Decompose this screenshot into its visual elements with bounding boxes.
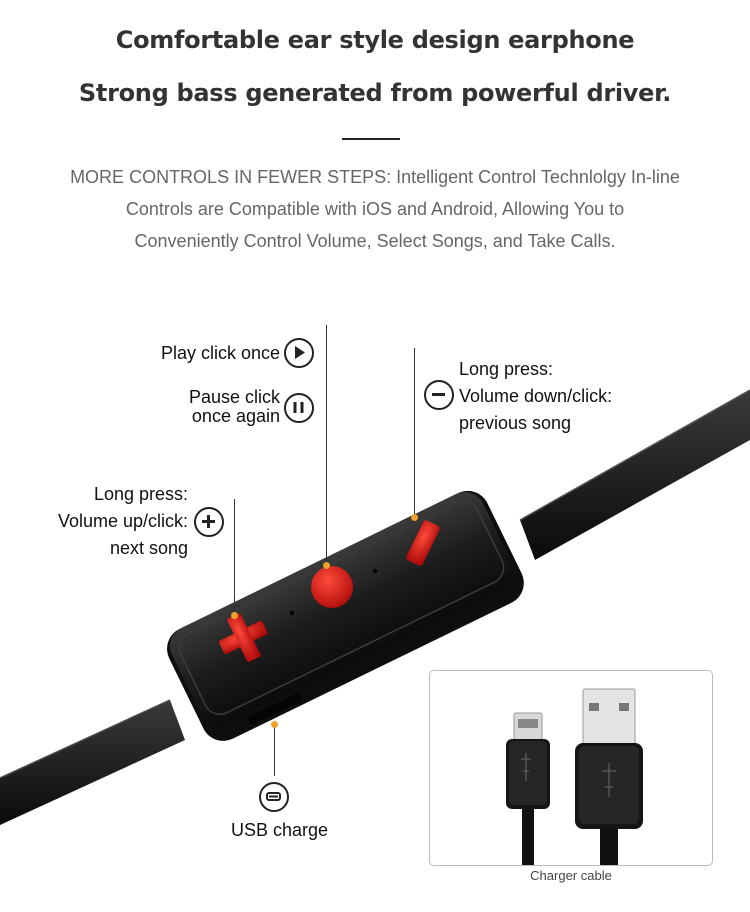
description: MORE CONTROLS IN FEWER STEPS: Intelligen… — [20, 161, 730, 257]
plus-pointer-line — [234, 499, 235, 614]
plus-icon — [194, 507, 224, 537]
charger-cable-caption: Charger cable — [530, 868, 612, 883]
pause-label: Pause click once again — [188, 387, 280, 426]
minus-pointer-line — [414, 348, 415, 516]
play-pause-button — [311, 566, 353, 608]
usb-charge-label: USB charge — [231, 820, 329, 840]
headline-line-2: Strong bass generated from powerful driv… — [78, 79, 672, 107]
plus-button — [219, 613, 268, 662]
play-pointer-dot — [323, 562, 330, 569]
minus-icon — [424, 380, 454, 410]
charger-cable-inset — [429, 670, 713, 866]
play-pointer-line — [326, 325, 327, 565]
description-line-1: MORE CONTROLS IN FEWER STEPS: Intelligen… — [70, 167, 680, 187]
play-icon — [284, 338, 314, 368]
usb-port-icon — [259, 782, 289, 812]
volume-up-label: Long press: Volume up/click: next song — [57, 484, 188, 558]
volume-down-label: Long press: Volume down/click: previous … — [459, 359, 613, 433]
headline-line-1: Comfortable ear style design earphone — [115, 26, 635, 54]
description-line-2: Controls are Compatible with iOS and And… — [125, 199, 625, 219]
pause-icon — [284, 393, 314, 423]
usb-pointer-line — [274, 724, 275, 776]
charger-cable-image — [506, 688, 643, 865]
title-divider — [342, 138, 400, 140]
minus-button — [406, 520, 440, 566]
usb-pointer-dot — [271, 721, 278, 728]
plus-pointer-dot — [231, 612, 238, 619]
description-line-3: Conveniently Control Volume, Select Song… — [134, 231, 616, 251]
minus-pointer-dot — [411, 514, 418, 521]
play-label: Play click once — [160, 343, 280, 363]
